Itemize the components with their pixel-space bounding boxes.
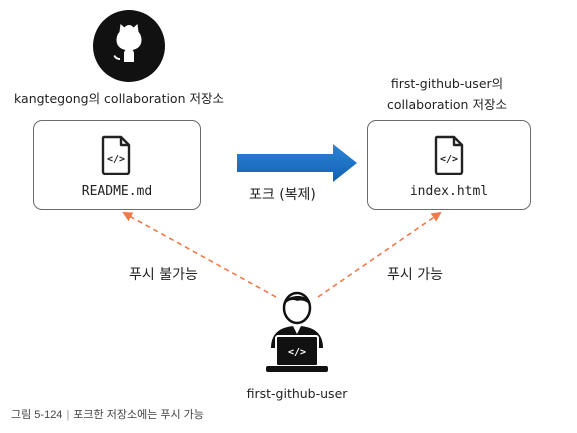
svg-text:</>: </> [288,347,306,358]
forked-repo-title-line1: first-github-user의 [390,76,504,91]
figure-number: 그림 5-124 [11,409,63,421]
forked-repo-title-line2: collaboration 저장소 [387,97,507,112]
figure-caption: 그림 5-124|포크한 저장소에는 푸시 가능 [11,409,204,421]
push-available-label: 푸시 가능 [387,267,443,283]
figure-caption-text: 포크한 저장소에는 푸시 가능 [73,409,204,421]
svg-text:</>: </> [107,154,125,165]
forked-repo-box[interactable]: </> index.html [367,120,531,210]
github-logo [93,10,165,82]
fork-arrow [237,144,357,182]
forked-repo-file-name: index.html [409,184,489,199]
owner-repo-file-name: README.md [81,184,153,199]
fork-arrow-label: 포크 (복제) [249,187,316,203]
user-name: first-github-user [246,386,348,401]
push-available-arrow [317,211,442,298]
owner-repo-title: kangtegong의 collaboration 저장소 [14,91,224,106]
owner-repo-box[interactable]: </> README.md [33,120,201,210]
code-file-icon: </> [101,135,131,175]
code-file-icon: </> [434,135,464,175]
push-unavailable-label: 푸시 불가능 [129,267,198,283]
push-unavailable-arrow [122,212,277,298]
developer-laptop-icon: </> [266,291,328,372]
svg-text:</>: </> [440,154,458,165]
